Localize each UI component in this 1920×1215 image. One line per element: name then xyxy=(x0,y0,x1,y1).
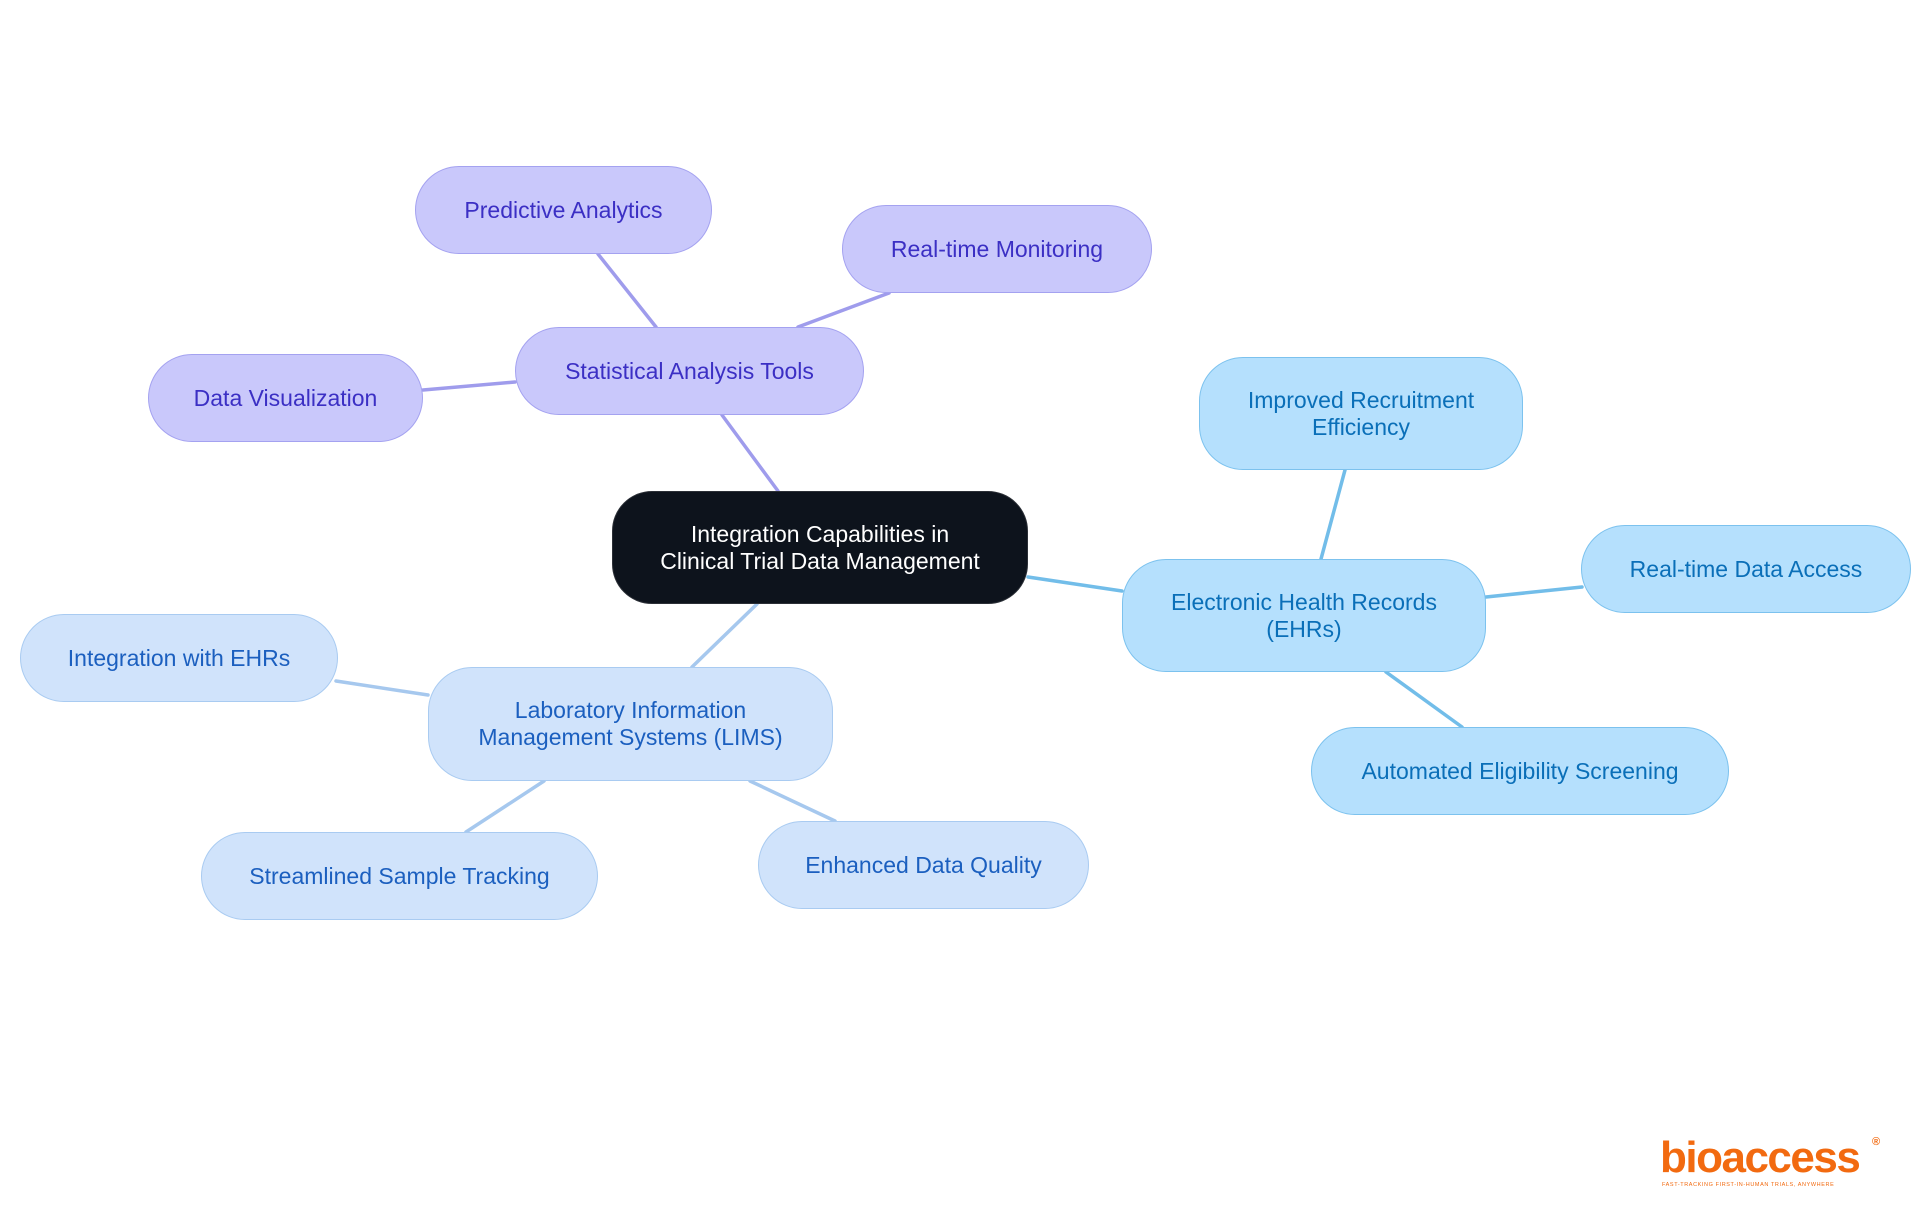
logo-wordmark: bioaccess xyxy=(1660,1133,1861,1182)
leaf-node-data-visualization: Data Visualization xyxy=(148,354,423,442)
connector-ehr-data-access xyxy=(1484,585,1584,599)
connector-statistical-realtime-monitoring xyxy=(796,291,891,329)
leaf-node-improved-recruitment-efficiency: Improved Recruitment Efficiency xyxy=(1199,357,1523,470)
leaf-node-predictive-analytics: Predictive Analytics xyxy=(415,166,712,254)
connector-root-lims xyxy=(690,602,759,669)
connector-lims-sample-tracking xyxy=(464,779,546,834)
branch-node-lims: Laboratory Information Management System… xyxy=(428,667,833,781)
root-node: Integration Capabilities in Clinical Tri… xyxy=(612,491,1028,604)
branch-node-electronic-health-records: Electronic Health Records (EHRs) xyxy=(1122,559,1486,672)
connector-statistical-data-visualization xyxy=(421,380,517,392)
leaf-node-enhanced-data-quality: Enhanced Data Quality xyxy=(758,821,1089,909)
leaf-node-real-time-monitoring: Real-time Monitoring xyxy=(842,205,1152,293)
connector-ehr-eligibility xyxy=(1384,670,1464,729)
connector-root-ehr xyxy=(1026,575,1124,593)
leaf-node-real-time-data-access: Real-time Data Access xyxy=(1581,525,1911,613)
logo-tagline: FAST-TRACKING FIRST-IN-HUMAN TRIALS, ANY… xyxy=(1662,1182,1835,1188)
connector-ehr-recruitment xyxy=(1319,468,1347,561)
connector-root-statistical xyxy=(720,413,780,493)
leaf-node-integration-with-ehrs: Integration with EHRs xyxy=(20,614,338,702)
leaf-node-automated-eligibility-screening: Automated Eligibility Screening xyxy=(1311,727,1729,815)
leaf-node-streamlined-sample-tracking: Streamlined Sample Tracking xyxy=(201,832,598,920)
connector-lims-integration-ehrs xyxy=(334,679,430,697)
connector-statistical-predictive xyxy=(596,252,658,329)
connector-lims-data-quality xyxy=(748,779,837,823)
logo-registered-mark: ® xyxy=(1872,1136,1881,1148)
bioaccess-logo: bioaccess ® FAST-TRACKING FIRST-IN-HUMAN… xyxy=(1660,1134,1880,1192)
branch-node-statistical-analysis-tools: Statistical Analysis Tools xyxy=(515,327,864,415)
